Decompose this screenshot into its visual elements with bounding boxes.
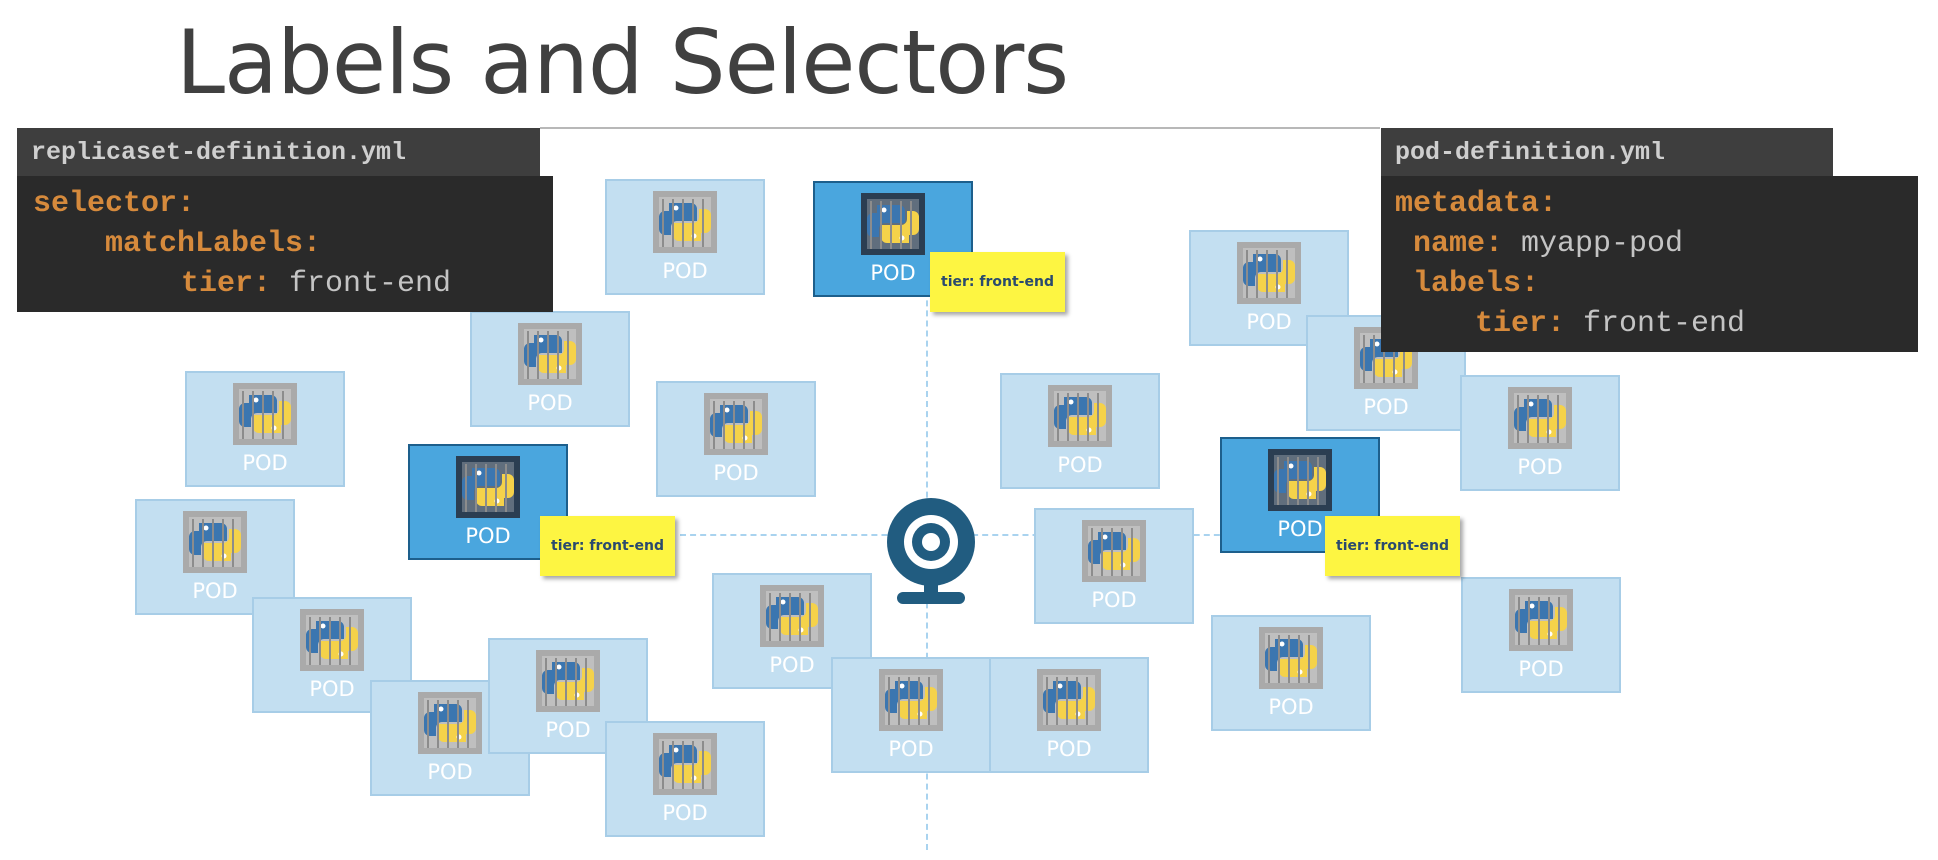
python-icon	[1508, 387, 1572, 449]
pod-label: POD	[1091, 588, 1137, 612]
pod: POD	[1211, 615, 1371, 731]
replicaset-filename: replicaset-definition.yml	[31, 138, 407, 167]
yaml-key: metadata:	[1395, 187, 1558, 221]
python-icon	[1268, 449, 1332, 511]
camera-eye-icon	[887, 498, 975, 604]
python-icon	[518, 323, 582, 385]
code-line: matchLabels:	[17, 224, 553, 264]
pod-definition-filename: pod-definition.yml	[1395, 138, 1666, 167]
python-icon	[653, 733, 717, 795]
python-icon	[861, 193, 925, 255]
pod-label: POD	[465, 524, 511, 548]
pod: POD	[605, 721, 765, 837]
python-icon	[300, 609, 364, 671]
yaml-value: front-end	[1565, 307, 1746, 341]
python-icon	[183, 511, 247, 573]
replicaset-code-block: selector: matchLabels: tier: front-end	[17, 176, 553, 312]
python-icon	[456, 456, 520, 518]
pod-selected: POD	[1220, 437, 1380, 553]
python-icon	[704, 393, 768, 455]
pod: POD	[135, 499, 295, 615]
python-icon	[1259, 627, 1323, 689]
yaml-key: selector:	[33, 187, 196, 221]
pod: POD	[470, 311, 630, 427]
pod-label: POD	[870, 261, 916, 285]
pod-definition-code-block: metadata: name: myapp-pod labels: tier: …	[1381, 176, 1918, 352]
pod-label: POD	[1046, 737, 1092, 761]
python-icon	[1037, 669, 1101, 731]
pod: POD	[989, 657, 1149, 773]
pod-label: POD	[1057, 453, 1103, 477]
label-tag-text: tier: front-end	[1336, 538, 1449, 554]
python-icon	[653, 191, 717, 253]
slide-title: Labels and Selectors	[176, 11, 1069, 114]
label-tag: tier: front-end	[930, 252, 1065, 312]
python-icon	[1048, 385, 1112, 447]
pod-label: POD	[1517, 455, 1563, 479]
pod-label: POD	[527, 391, 573, 415]
python-icon	[760, 585, 824, 647]
pod: POD	[831, 657, 991, 773]
python-icon	[418, 692, 482, 754]
yaml-key: tier:	[1475, 307, 1566, 341]
pod: POD	[605, 179, 765, 295]
python-icon	[536, 650, 600, 712]
pod-label: POD	[888, 737, 934, 761]
pod: POD	[1034, 508, 1194, 624]
pod-label: POD	[1277, 517, 1323, 541]
pod-label: POD	[1363, 395, 1409, 419]
pod-label: POD	[769, 653, 815, 677]
replicaset-file-tab: replicaset-definition.yml	[17, 128, 540, 176]
pod-label: POD	[662, 801, 708, 825]
pod-label: POD	[309, 677, 355, 701]
pod-label: POD	[427, 760, 473, 784]
pod: POD	[1460, 375, 1620, 491]
pod-label: POD	[192, 579, 238, 603]
yaml-key: name:	[1413, 227, 1504, 261]
label-tag-text: tier: front-end	[941, 274, 1054, 290]
code-line: labels:	[1381, 264, 1918, 304]
pod: POD	[656, 381, 816, 497]
pod-label: POD	[545, 718, 591, 742]
code-line: tier: front-end	[17, 264, 553, 304]
pod-label: POD	[1518, 657, 1564, 681]
pod: POD	[252, 597, 412, 713]
pod-label: POD	[1268, 695, 1314, 719]
python-icon	[1082, 520, 1146, 582]
pod-definition-file-tab: pod-definition.yml	[1381, 128, 1833, 176]
pod-label: POD	[1246, 310, 1292, 334]
pod-label: POD	[713, 461, 759, 485]
code-line: tier: front-end	[1381, 304, 1918, 344]
yaml-value: front-end	[271, 267, 452, 301]
yaml-key: tier:	[181, 267, 272, 301]
code-line: metadata:	[1381, 184, 1918, 224]
yaml-value: myapp-pod	[1503, 227, 1684, 261]
pod-label: POD	[662, 259, 708, 283]
pod-label: POD	[242, 451, 288, 475]
pod: POD	[185, 371, 345, 487]
yaml-key: matchLabels:	[105, 227, 322, 261]
label-tag-text: tier: front-end	[551, 538, 664, 554]
python-icon	[1237, 242, 1301, 304]
python-icon	[233, 383, 297, 445]
label-tag: tier: front-end	[540, 516, 675, 576]
python-icon	[879, 669, 943, 731]
code-line: name: myapp-pod	[1381, 224, 1918, 264]
pod: POD	[1000, 373, 1160, 489]
code-line: selector:	[17, 184, 553, 224]
pod: POD	[1461, 577, 1621, 693]
title-divider	[540, 127, 1380, 129]
label-tag: tier: front-end	[1325, 516, 1460, 576]
python-icon	[1509, 589, 1573, 651]
yaml-key: labels:	[1413, 267, 1540, 301]
